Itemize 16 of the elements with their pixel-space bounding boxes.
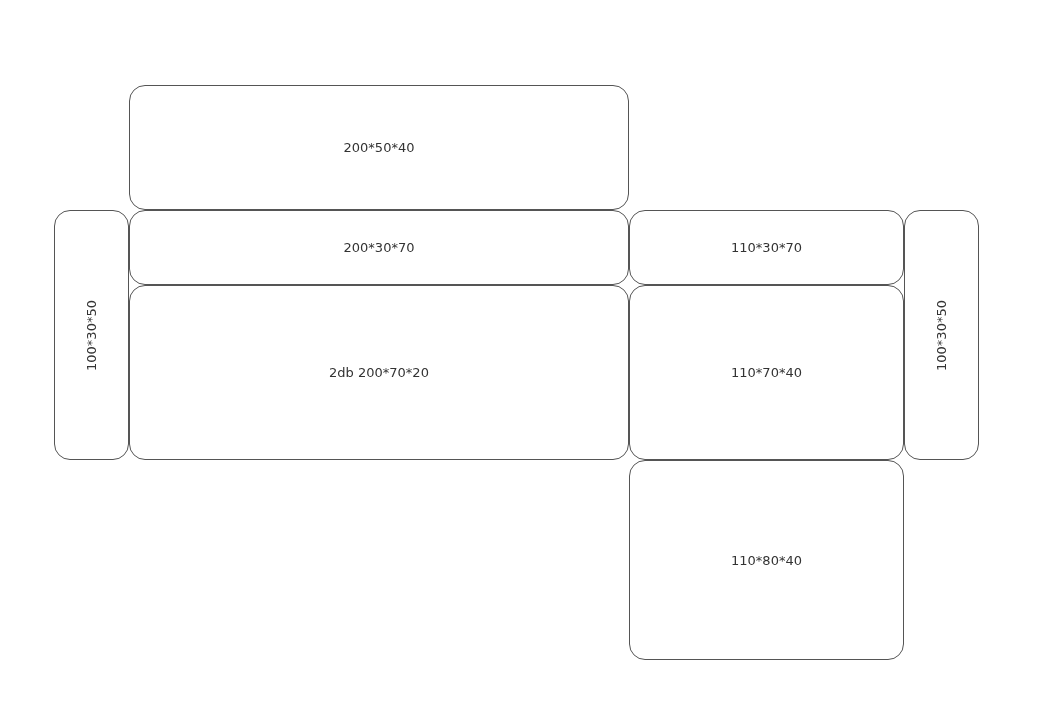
size-label: 110*70*40 xyxy=(731,365,802,380)
cushion-panel xyxy=(129,285,629,460)
cushion-panel xyxy=(129,85,629,210)
cushion-panel xyxy=(54,210,129,460)
size-label: 200*50*40 xyxy=(343,140,415,155)
cushion-panel xyxy=(904,210,979,460)
cushion-panel xyxy=(629,460,904,660)
cushion-panel xyxy=(629,210,904,285)
size-label: 110*80*40 xyxy=(731,552,802,568)
size-label: 200*30*70 xyxy=(343,240,415,255)
cushion-panel xyxy=(129,210,629,285)
size-label: 2db 200*70*20 xyxy=(329,365,429,380)
size-label: 110*30*70 xyxy=(731,240,802,255)
size-label: 100*30*50 xyxy=(84,299,99,371)
cushion-panel xyxy=(629,285,904,460)
size-label: 100*30*50 xyxy=(934,299,949,371)
